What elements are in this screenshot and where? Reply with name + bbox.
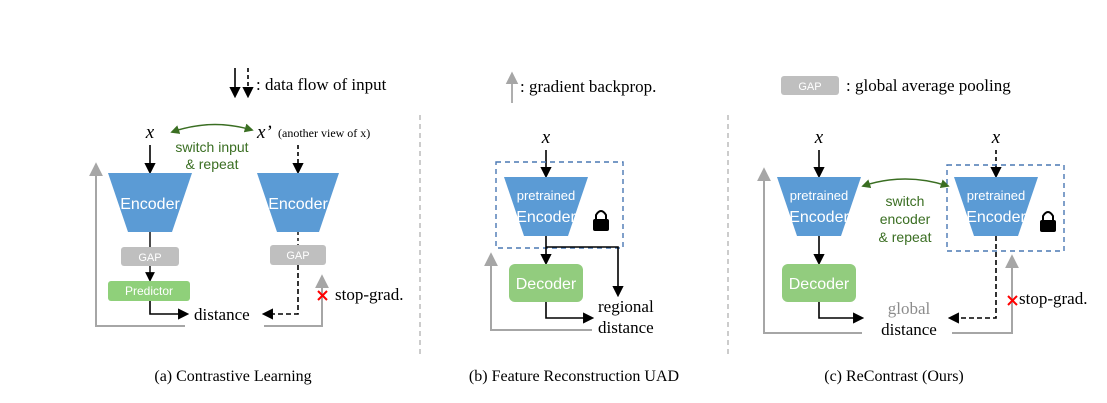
switch-label-1: switch: [886, 193, 925, 209]
encoder-2-label-1: pretrained: [967, 188, 1026, 203]
decoder-label: Decoder: [789, 276, 850, 293]
decoder-box: [782, 264, 856, 302]
encoder-2-label: Encoder: [268, 196, 328, 213]
panel-c: x x pretrained Encoder pretrained Encode…: [757, 127, 1087, 385]
input-x-label-2: x: [991, 127, 1001, 148]
cross-icon: [317, 290, 328, 301]
distance-label-2: distance: [881, 320, 937, 339]
stop-grad-label: stop-grad.: [1019, 289, 1087, 308]
lock-icon: [1040, 211, 1056, 232]
decoder-label: Decoder: [516, 276, 577, 293]
arrow-decoder-distance: [545, 302, 595, 324]
stop-grad-label: stop-grad.: [335, 285, 403, 304]
encoder-1-label: Encoder: [120, 196, 180, 213]
cross-icon: [1007, 295, 1018, 306]
gradient-arrow-left: [757, 167, 862, 334]
legend-data-flow: : data flow of input: [256, 75, 387, 94]
predictor-box: [108, 281, 190, 301]
encoder-1-label-1: pretrained: [790, 188, 849, 203]
pretrained-encoder: [504, 177, 588, 236]
legend-gap-label: GAP: [798, 81, 821, 93]
caption-b: (b) Feature Reconstruction UAD: [469, 368, 679, 385]
legend-gap-desc: : global average pooling: [846, 76, 1011, 95]
switch-label-2: encoder: [880, 211, 931, 227]
legend-gap-box: [781, 76, 839, 95]
encoder-label-2: Encoder: [516, 209, 576, 226]
encoder-2: [257, 173, 339, 232]
panel-b: x pretrained Encoder Decoder regional di…: [469, 127, 679, 385]
switch-arrow: [170, 123, 254, 134]
pretrained-encoder-2: [954, 177, 1038, 236]
distance-label-1: global: [888, 299, 931, 318]
encoder-1: [108, 173, 192, 232]
arrow-encoder-distance: [546, 246, 624, 298]
encoder-2-label-2: Encoder: [966, 209, 1026, 226]
arrow-predictor-distance: [149, 301, 190, 320]
arrow-gap2-distance: [261, 265, 299, 320]
frozen-box: [946, 164, 1065, 252]
gradient-arrow: [484, 252, 592, 331]
distance-label: distance: [194, 305, 250, 324]
gradient-arrow-right: [952, 254, 1019, 334]
encoder-label-1: pretrained: [517, 188, 576, 203]
gradient-arrow-right: [264, 274, 329, 327]
xprime-note: (another view of x): [278, 126, 370, 140]
gap-box-1-label: GAP: [138, 252, 161, 264]
switch-arrow: [861, 178, 950, 189]
gradient-arrow-left: [89, 162, 185, 327]
panel-a: x x’ (another view of x) switch input & …: [89, 122, 403, 385]
legend-gradient: : gradient backprop.: [520, 77, 656, 96]
arrow-encoder2-distance: [947, 236, 997, 324]
switch-label-1: switch input: [175, 139, 248, 155]
predictor-label: Predictor: [125, 284, 173, 298]
gap-box-2-label: GAP: [286, 250, 309, 262]
distance-label-2: distance: [598, 318, 654, 337]
pretrained-encoder-1: [777, 177, 861, 236]
switch-label-2: & repeat: [186, 156, 239, 172]
frozen-box: [495, 161, 624, 249]
gap-box-1: [121, 247, 179, 266]
encoder-1-label-2: Encoder: [789, 209, 849, 226]
switch-label-3: & repeat: [879, 229, 932, 245]
caption-a: (a) Contrastive Learning: [154, 368, 311, 385]
caption-c: (c) ReContrast (Ours): [824, 368, 964, 385]
input-xprime-label: x’: [256, 122, 272, 143]
input-x-label: x: [541, 127, 551, 148]
decoder-box: [509, 264, 583, 302]
arrow-decoder-distance: [818, 302, 865, 324]
lock-icon: [593, 210, 609, 231]
gap-box-2: [270, 245, 326, 265]
legend: : data flow of input : gradient backprop…: [229, 68, 1011, 103]
distance-label-1: regional: [598, 297, 654, 316]
input-x-label-1: x: [814, 127, 824, 148]
input-x-label: x: [145, 122, 155, 143]
